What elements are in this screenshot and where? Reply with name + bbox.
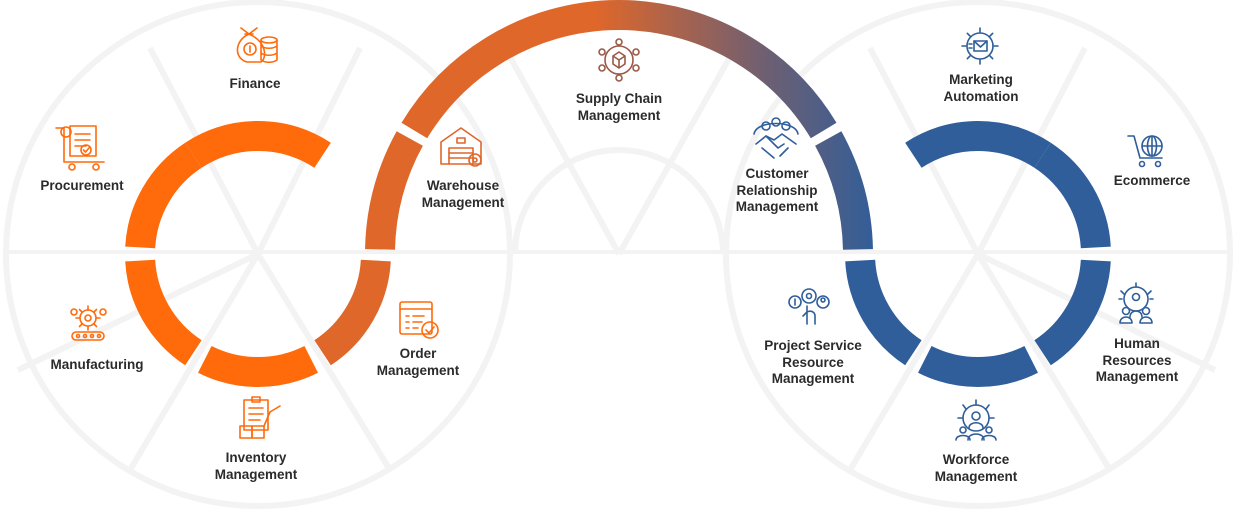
team-gear-icon — [1118, 282, 1154, 324]
label-line: Supply Chain — [575, 91, 663, 106]
ring-segment-marketing — [905, 121, 1051, 169]
marketing-gear-icon — [961, 27, 999, 65]
ring-segment-ecommerce — [1034, 142, 1111, 249]
ring-segment-crm — [814, 131, 873, 250]
label-line: Management — [214, 466, 298, 482]
warehouse-gear-icon — [440, 127, 482, 167]
supply-network-icon — [598, 38, 640, 82]
workforce-gear-icon — [955, 399, 997, 441]
ring-segment-procurement — [125, 142, 202, 249]
procurement-cart-icon — [55, 125, 105, 171]
label-line: Finance — [229, 76, 281, 91]
project-resource-icon — [788, 288, 830, 325]
ring-segment-finance — [185, 121, 331, 169]
label-line: Manufacturing — [50, 357, 144, 372]
clipboard-boxes-icon — [239, 396, 281, 439]
label-line: Management — [771, 371, 855, 386]
label-line: Project Service — [764, 338, 862, 353]
label-line: Management — [376, 362, 460, 378]
label-line: Customer — [745, 166, 809, 181]
ring-segment-inventory — [198, 345, 318, 387]
label-line: Human — [1114, 336, 1160, 351]
label-line: Resources — [1102, 352, 1172, 368]
middle-sector-dividers — [502, 46, 738, 256]
ring-segment-workforce — [918, 345, 1038, 387]
label-manufacturing: Manufacturing — [51, 357, 144, 374]
label-line: Ecommerce — [1113, 173, 1191, 188]
money-bag-icon — [236, 27, 278, 64]
background-bands — [3, 0, 1233, 509]
ring-segment-warehouse — [365, 131, 424, 250]
globe-cart-icon — [1127, 135, 1163, 168]
order-checklist-icon — [399, 301, 439, 339]
label-finance: Finance — [229, 76, 280, 93]
ring-segment-supply-chain — [401, 0, 837, 139]
label-line: Workforce — [942, 452, 1010, 467]
label-line: Warehouse — [426, 178, 500, 193]
label-procurement: Procurement — [40, 178, 123, 195]
factory-gears-icon — [70, 305, 107, 341]
ring-segment-hr — [1034, 259, 1111, 366]
ring-segment-project — [845, 259, 922, 366]
label-ecommerce: Ecommerce — [1114, 173, 1191, 190]
label-line: Relationship — [736, 182, 818, 198]
label-line: Inventory — [225, 450, 287, 465]
label-line: Management — [421, 194, 505, 210]
label-line: Resource — [782, 354, 844, 370]
label-line: Management — [735, 199, 819, 214]
ring-segment-manufacturing — [125, 259, 202, 366]
label-line: Automation — [943, 88, 1019, 104]
segmented-infinity-ring — [125, 0, 1111, 387]
middle-band — [512, 147, 726, 255]
ring-segment-order — [314, 259, 391, 366]
module-icons — [55, 27, 1163, 441]
label-line: Marketing — [949, 72, 1013, 87]
label-line: Management — [934, 468, 1018, 484]
right-sector-dividers — [847, 46, 1217, 472]
label-line: Order — [399, 346, 437, 361]
label-line: Procurement — [40, 178, 124, 193]
label-line: Management — [577, 107, 661, 123]
label-line: Management — [1095, 369, 1179, 384]
left-sector-dividers — [16, 46, 393, 472]
handshake-icon — [753, 117, 799, 159]
